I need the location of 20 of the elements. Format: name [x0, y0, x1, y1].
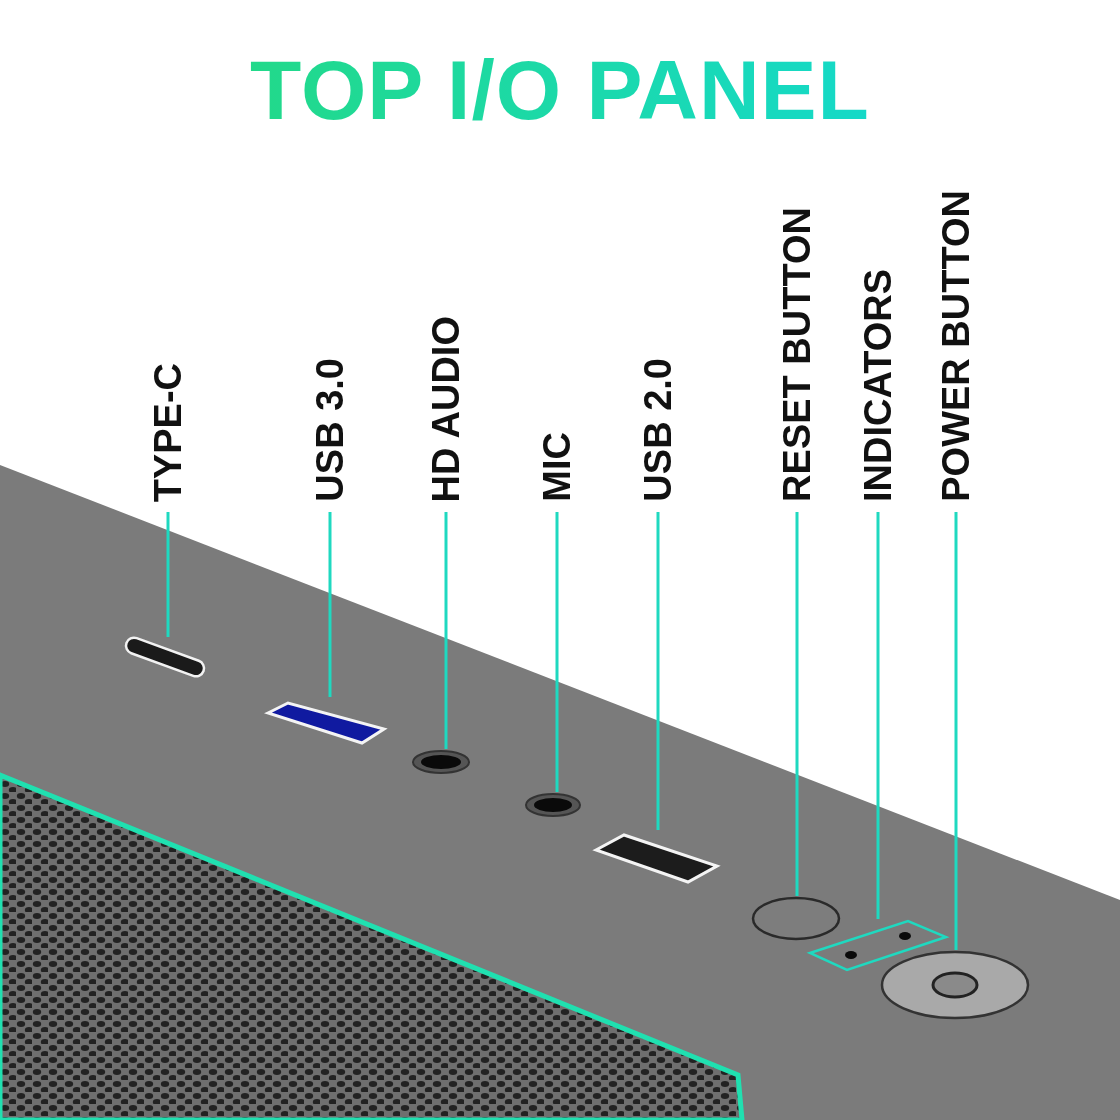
port-label: RESET BUTTON	[775, 207, 819, 502]
audio-jack	[411, 749, 471, 775]
leader-line	[328, 512, 332, 697]
port-label: INDICATORS	[856, 269, 900, 502]
port-label: HD AUDIO	[424, 316, 468, 503]
port-label: USB 3.0	[308, 358, 352, 502]
audio-jack	[524, 792, 582, 818]
port-label: MIC	[535, 432, 579, 502]
reset-button	[751, 896, 841, 941]
leader-line	[656, 512, 660, 830]
indicator-lights	[808, 919, 948, 972]
port-label: USB 2.0	[636, 358, 680, 502]
leader-line	[795, 512, 799, 896]
port-label: TYPE-C	[146, 363, 190, 503]
leader-line	[555, 512, 559, 792]
power-button	[880, 950, 1030, 1020]
leader-line	[954, 512, 958, 950]
leader-line	[876, 512, 880, 919]
port-label: POWER BUTTON	[934, 190, 978, 502]
leader-line	[444, 512, 448, 749]
